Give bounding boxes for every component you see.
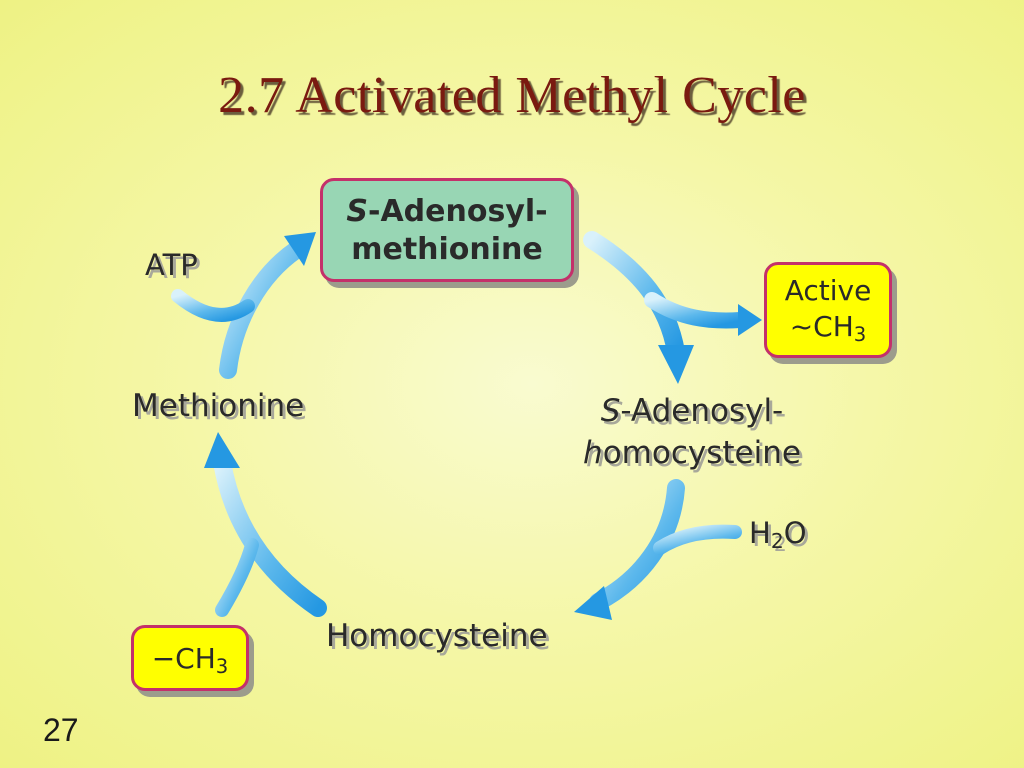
- arrow-branch-active-methyl: [644, 292, 748, 329]
- atp-label: ATP: [145, 248, 198, 282]
- arrow-branch-methyl-in: [215, 538, 259, 617]
- arrow-sam-to-sah: [583, 231, 685, 361]
- sam-box: S-Adenosyl- methionine: [320, 178, 574, 282]
- arrowhead-homocysteine: [574, 586, 612, 620]
- sah-label: S-Adenosyl- homocysteine: [583, 393, 801, 471]
- arrowhead-methionine: [204, 432, 240, 468]
- active-methyl-box: Active ~CH3: [764, 262, 892, 358]
- arrow-sah-to-homocysteine: [589, 479, 685, 611]
- active-label: Active: [784, 274, 872, 307]
- methionine-label: Methionine: [132, 388, 305, 424]
- methyl-in-label: −CH3: [151, 642, 229, 678]
- active-ch3-label: ~CH3: [789, 310, 867, 346]
- sam-line1: S-Adenosyl-: [346, 194, 548, 229]
- page-number: 27: [43, 712, 79, 748]
- arrowhead-sah: [658, 345, 694, 384]
- homocysteine-label: Homocysteine: [326, 618, 548, 654]
- sam-line2: methionine: [351, 232, 543, 267]
- arrowhead-active-methyl: [738, 304, 762, 336]
- arrow-branch-water: [653, 524, 742, 555]
- methyl-in-box: −CH3: [131, 625, 249, 691]
- arrow-branch-atp: [171, 289, 255, 322]
- slide-title: 2.7 Activated Methyl Cycle: [218, 67, 806, 124]
- arrowhead-sam: [284, 232, 316, 266]
- water-label: H2O: [749, 516, 807, 554]
